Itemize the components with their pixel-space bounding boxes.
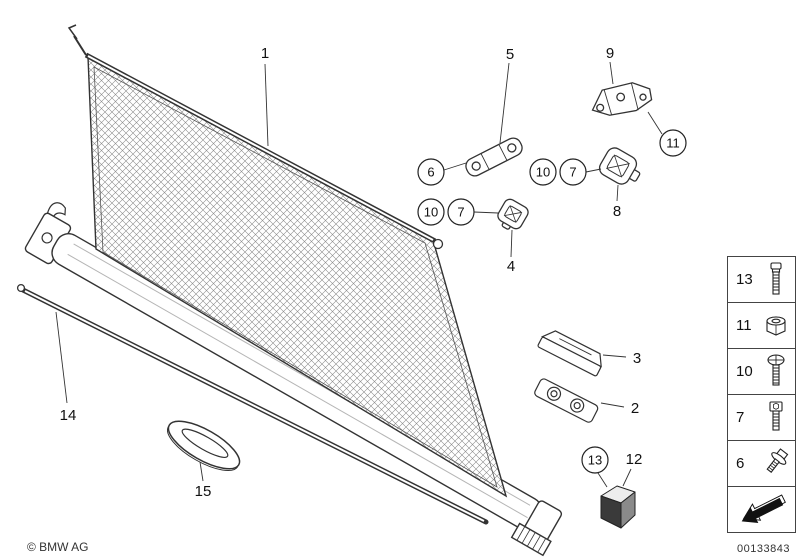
roller-cassette [24, 202, 563, 557]
direction-arrow-icon [741, 493, 786, 523]
callout-11[interactable]: 11 [659, 129, 687, 157]
fastener-legend: 13 11 10 [727, 256, 796, 533]
hex-bolt-icon [767, 353, 785, 386]
legend-number-7: 7 [736, 409, 745, 426]
callout-7-front[interactable]: 7 [447, 198, 475, 226]
callout-12[interactable]: 12 [626, 451, 643, 468]
legend-number-13: 13 [736, 271, 753, 288]
net-hem-line [93, 66, 498, 488]
net-top-bar [67, 24, 444, 250]
callout-5[interactable]: 5 [506, 46, 514, 63]
net-bar-tip-hook [67, 24, 78, 40]
callout-6[interactable]: 6 [417, 158, 445, 186]
tension-rod [16, 283, 489, 525]
cassette-pivot-hole [41, 232, 53, 244]
cassette-shading-line [67, 253, 528, 519]
hex-nut-icon [766, 315, 786, 336]
mounting-plate [534, 378, 599, 423]
net-hook-rear [598, 147, 641, 185]
callouts-circled: 6 10 7 10 7 11 [417, 129, 687, 474]
callout-3[interactable]: 3 [633, 350, 641, 367]
callout-1[interactable]: 1 [261, 45, 269, 62]
retaining-clip [537, 330, 602, 377]
legend-number-11: 11 [736, 317, 752, 334]
callout-15[interactable]: 15 [195, 483, 212, 500]
callout-14[interactable]: 14 [60, 407, 77, 424]
cargo-net [67, 24, 508, 498]
legend-item-13[interactable]: 13 [727, 256, 796, 303]
document-number: 00133843 [737, 543, 790, 555]
svg-text:10: 10 [424, 205, 438, 220]
callout-2[interactable]: 2 [631, 400, 639, 417]
legend-number-10: 10 [736, 363, 753, 380]
end-bracket [600, 485, 636, 529]
copyright-notice: © BMW AG [27, 540, 89, 554]
svg-text:11: 11 [666, 136, 680, 151]
net-hook-front [497, 198, 529, 230]
socket-screw-icon [769, 400, 783, 431]
cassette-foot-bracket [510, 522, 552, 557]
cassette-left-hook [46, 202, 66, 218]
legend-direction-cell [727, 486, 796, 533]
svg-text:13: 13 [588, 453, 602, 468]
svg-text:10: 10 [536, 165, 550, 180]
callout-4[interactable]: 4 [507, 258, 515, 275]
net-bar-end-hook [432, 238, 444, 250]
support-bracket-front [465, 137, 523, 177]
callout-13[interactable]: 13 [581, 446, 609, 474]
callout-10-front[interactable]: 10 [417, 198, 445, 226]
callouts-plain: 1 5 9 8 4 3 2 12 14 15 [60, 45, 643, 500]
support-bracket-rear [591, 82, 653, 116]
callout-9[interactable]: 9 [606, 45, 614, 62]
callout-8[interactable]: 8 [613, 203, 621, 220]
legend-item-11[interactable]: 11 [727, 302, 796, 349]
callout-10-rear[interactable]: 10 [529, 158, 557, 186]
callout-7-rear[interactable]: 7 [559, 158, 587, 186]
pull-handle [167, 420, 241, 471]
legend-item-6[interactable]: 6 [727, 440, 796, 487]
svg-text:7: 7 [569, 165, 576, 180]
svg-text:7: 7 [457, 205, 464, 220]
legend-item-10[interactable]: 10 [727, 348, 796, 395]
leader-lines [55, 61, 663, 488]
svg-text:6: 6 [427, 165, 434, 180]
legend-number-6: 6 [736, 455, 745, 472]
legend-item-7[interactable]: 7 [727, 394, 796, 441]
flange-bolt-icon [766, 447, 789, 473]
stud-screw-icon [770, 261, 782, 295]
